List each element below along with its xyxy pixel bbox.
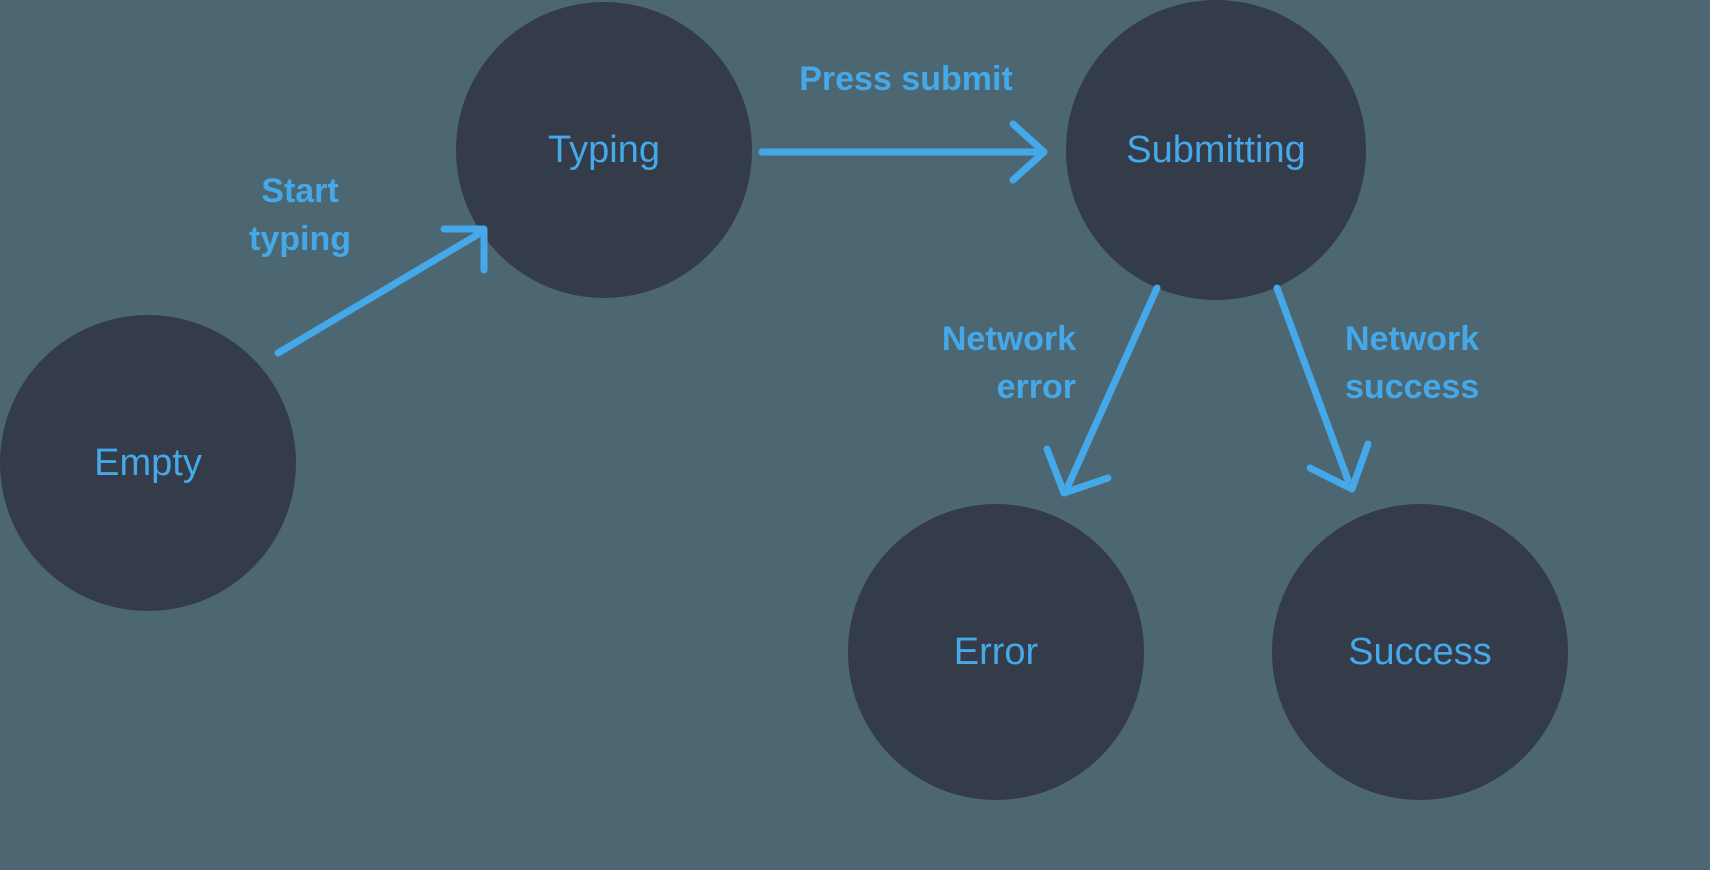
- transition-line: [1273, 284, 1352, 484]
- state-node-success[interactable]: Success: [1272, 504, 1568, 800]
- arrowhead-icon: [1009, 120, 1048, 184]
- state-node-typing[interactable]: Typing: [456, 2, 752, 298]
- state-node-label: Success: [1348, 631, 1492, 673]
- state-node-label: Error: [954, 631, 1039, 673]
- transition-label: Network error: [942, 320, 1076, 406]
- state-node-empty[interactable]: Empty: [0, 315, 296, 611]
- transition-typing-to-submitting: Press submit: [758, 60, 1048, 184]
- state-node-circle[interactable]: [1272, 504, 1568, 800]
- transition-label: Start typing: [249, 172, 351, 258]
- state-node-circle[interactable]: [456, 2, 752, 298]
- transition-label-line: error: [997, 368, 1076, 406]
- state-node-error[interactable]: Error: [848, 504, 1144, 800]
- transition-label-line: success: [1345, 368, 1479, 406]
- state-node-circle[interactable]: [0, 315, 296, 611]
- state-node-label: Typing: [548, 129, 660, 171]
- transition-label-line: Network: [1345, 320, 1479, 358]
- arrowhead-icon: [1043, 445, 1112, 497]
- transition-submitting-to-error: Network error: [942, 284, 1161, 497]
- state-node-circle[interactable]: [848, 504, 1144, 800]
- transition-submitting-to-success: Network success: [1273, 284, 1479, 493]
- state-node-label: Submitting: [1126, 129, 1306, 171]
- transition-label-line: Network: [942, 320, 1076, 358]
- state-node-submitting[interactable]: Submitting: [1066, 0, 1366, 300]
- state-node-circle[interactable]: [1066, 0, 1366, 300]
- transition-label-line: Start: [261, 172, 338, 210]
- arrowhead-icon: [440, 225, 488, 274]
- arrowhead-icon: [1306, 440, 1372, 493]
- transition-line: [274, 228, 486, 357]
- transition-label-line: typing: [249, 220, 351, 258]
- transition-label-line: Press submit: [799, 60, 1013, 98]
- state-node-label: Empty: [94, 442, 202, 484]
- transition-label: Press submit: [799, 60, 1013, 98]
- transition-line: [1064, 284, 1161, 490]
- transition-empty-to-typing: Start typing: [249, 172, 488, 357]
- transition-label: Network success: [1345, 320, 1479, 406]
